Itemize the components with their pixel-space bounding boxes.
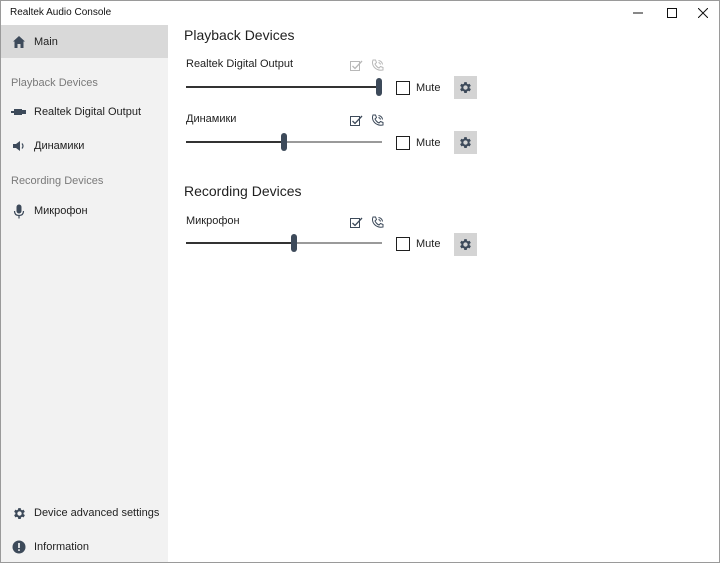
sidebar-item-microphone[interactable]: Микрофон xyxy=(1,194,168,227)
sidebar-item-label: Realtek Digital Output xyxy=(34,106,141,118)
mute-label: Mute xyxy=(416,82,441,94)
device-settings-button[interactable] xyxy=(454,131,477,154)
gear-icon xyxy=(460,82,471,93)
default-device-icon[interactable] xyxy=(349,114,363,128)
sidebar-item-label: Динамики xyxy=(34,140,85,152)
default-device-icon[interactable] xyxy=(349,59,363,73)
info-icon xyxy=(11,539,27,555)
sidebar: Main Playback Devices Realtek Digital Ou… xyxy=(1,25,168,562)
playback-devices-header: Playback Devices xyxy=(11,77,98,89)
gear-icon xyxy=(11,505,27,521)
minimize-button[interactable] xyxy=(621,1,655,25)
sidebar-item-digital-output[interactable]: Realtek Digital Output xyxy=(1,95,168,128)
sidebar-item-label: Main xyxy=(34,36,58,48)
recording-devices-title: Recording Devices xyxy=(184,183,302,199)
volume-slider[interactable] xyxy=(186,78,382,96)
device-settings-button[interactable] xyxy=(454,76,477,99)
slider-fill xyxy=(186,86,379,88)
title-bar: Realtek Audio Console xyxy=(1,1,719,25)
sidebar-item-speakers[interactable]: Динамики xyxy=(1,129,168,162)
sidebar-item-label: Микрофон xyxy=(34,205,88,217)
sidebar-item-main[interactable]: Main xyxy=(1,25,168,58)
slider-thumb[interactable] xyxy=(281,133,287,151)
default-communication-icon[interactable] xyxy=(370,113,384,127)
sidebar-item-label: Device advanced settings xyxy=(34,507,160,519)
volume-slider[interactable] xyxy=(186,234,382,252)
slider-thumb[interactable] xyxy=(376,78,382,96)
minimize-icon xyxy=(633,12,643,14)
default-communication-icon[interactable] xyxy=(370,58,384,72)
close-icon xyxy=(698,8,708,18)
device-name: Динамики xyxy=(186,113,237,125)
mute-checkbox[interactable] xyxy=(396,136,410,150)
microphone-icon xyxy=(11,203,27,219)
device-name: Микрофон xyxy=(186,215,240,227)
volume-slider[interactable] xyxy=(186,133,382,151)
slider-thumb[interactable] xyxy=(290,234,297,252)
speaker-icon xyxy=(11,138,27,154)
mute-label: Mute xyxy=(416,238,441,250)
device-settings-button[interactable] xyxy=(454,233,477,256)
mute-label: Mute xyxy=(416,137,441,149)
recording-devices-header: Recording Devices xyxy=(11,175,104,187)
default-communication-icon[interactable] xyxy=(370,215,384,229)
gear-icon xyxy=(460,137,471,148)
sidebar-item-information[interactable]: Information xyxy=(1,530,168,563)
sidebar-item-device-advanced-settings[interactable]: Device advanced settings xyxy=(1,496,168,529)
home-icon xyxy=(11,34,27,50)
playback-devices-title: Playback Devices xyxy=(184,27,295,43)
maximize-icon xyxy=(667,8,677,18)
maximize-button[interactable] xyxy=(655,1,689,25)
slider-fill xyxy=(186,242,294,244)
digital-output-icon xyxy=(11,104,27,120)
mute-checkbox[interactable] xyxy=(396,237,410,251)
close-button[interactable] xyxy=(686,1,720,25)
mute-checkbox[interactable] xyxy=(396,81,410,95)
sidebar-item-label: Information xyxy=(34,541,90,553)
window-title: Realtek Audio Console xyxy=(10,7,112,18)
slider-fill xyxy=(186,141,284,143)
gear-icon xyxy=(460,239,471,250)
device-name: Realtek Digital Output xyxy=(186,58,293,70)
default-device-icon[interactable] xyxy=(349,216,363,230)
